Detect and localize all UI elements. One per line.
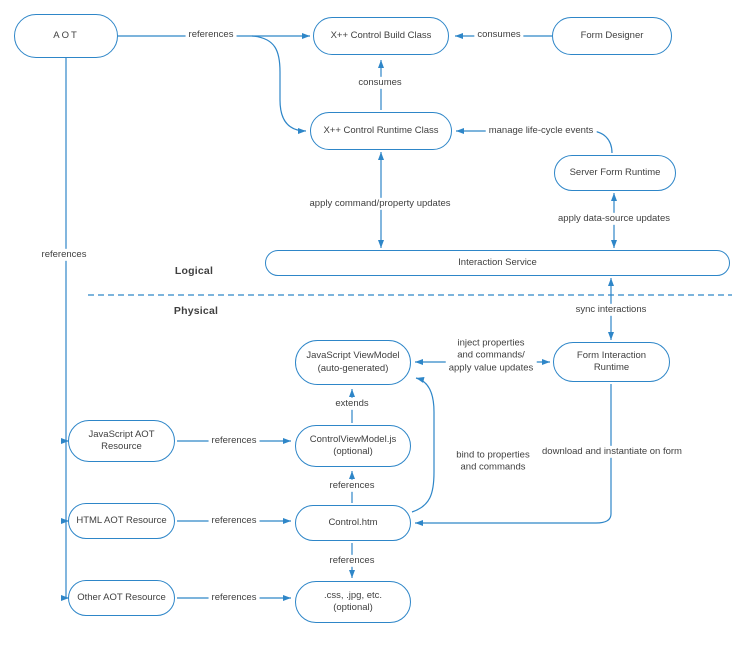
node-jsvm-line1: JavaScript ViewModel bbox=[306, 350, 400, 362]
node-fir-line2: Runtime bbox=[593, 362, 630, 373]
section-label-logical: Logical bbox=[171, 265, 217, 279]
edge-label-inject-line3: apply value updates bbox=[448, 362, 534, 374]
edge-label-extends: extends bbox=[332, 397, 372, 411]
edge-label-consumes-designer: consumes bbox=[474, 28, 524, 42]
node-otherres-label: Other AOT Resource bbox=[77, 591, 166, 603]
node-chtm-label: Control.htm bbox=[328, 516, 378, 528]
edge-label-bind-line2: and commands bbox=[460, 462, 526, 473]
node-server-form-runtime: Server Form Runtime bbox=[554, 155, 676, 191]
edge-label-inject-properties: inject properties and commands/ apply va… bbox=[445, 337, 537, 375]
node-html-aot-resource: HTML AOT Resource bbox=[68, 503, 175, 539]
node-cvm-line2: (optional) bbox=[333, 446, 373, 457]
edge-label-references-jsres: references bbox=[208, 434, 260, 448]
node-xpp-control-runtime-class: X++ Control Runtime Class bbox=[310, 112, 452, 150]
node-fir-line1: Form Interaction bbox=[576, 349, 647, 361]
node-interaction-label: Interaction Service bbox=[458, 256, 537, 268]
node-runtime-label: X++ Control Runtime Class bbox=[323, 124, 439, 136]
edge-label-apply-command: apply command/property updates bbox=[306, 197, 454, 211]
node-form-designer: Form Designer bbox=[552, 17, 672, 55]
node-javascript-viewmodel: JavaScript ViewModel (auto-generated) bbox=[295, 340, 411, 385]
node-javascript-aot-resource: JavaScript AOT Resource bbox=[68, 420, 175, 462]
edge-label-inject-line1: inject properties bbox=[457, 337, 525, 349]
edge-bind bbox=[411, 377, 435, 513]
edge-label-references-css: references bbox=[326, 554, 378, 568]
node-aot: AOT bbox=[14, 14, 118, 58]
node-control-htm: Control.htm bbox=[295, 505, 411, 541]
node-css-jpg-etc: .css, .jpg, etc. (optional) bbox=[295, 581, 411, 623]
node-interaction-service: Interaction Service bbox=[265, 250, 730, 276]
node-jsvm-line2: (auto-generated) bbox=[317, 362, 389, 374]
node-controlviewmodel-js: ControlViewModel.js (optional) bbox=[295, 425, 411, 467]
edge-label-references-otherres: references bbox=[208, 591, 260, 605]
edge-download bbox=[415, 384, 612, 526]
node-css-line2: (optional) bbox=[333, 602, 373, 613]
edge-label-references-control-vm: references bbox=[326, 479, 378, 493]
node-jsres-line1: JavaScript AOT bbox=[88, 428, 155, 440]
edge-label-references-aot-build: references bbox=[185, 28, 237, 42]
edge-label-references-left: references bbox=[38, 248, 90, 262]
node-htmlres-label: HTML AOT Resource bbox=[76, 514, 167, 526]
node-cvm-line1: ControlViewModel.js bbox=[309, 433, 397, 445]
node-aot-label: AOT bbox=[53, 29, 79, 41]
section-label-physical: Physical bbox=[170, 305, 222, 319]
node-build-label: X++ Control Build Class bbox=[330, 29, 432, 41]
edge-label-references-htmlres: references bbox=[208, 514, 260, 528]
edge-aot-runtime bbox=[251, 35, 307, 134]
edge-label-sync-interactions: sync interactions bbox=[572, 303, 650, 317]
edge-label-inject-line2: and commands/ bbox=[457, 349, 525, 361]
edge-label-bind-line1: bind to properties bbox=[456, 449, 530, 461]
edge-label-manage-lifecycle: manage life-cycle events bbox=[485, 124, 597, 138]
edge-label-bind-properties: bind to properties and commands bbox=[453, 449, 533, 475]
node-css-line1: .css, .jpg, etc. bbox=[323, 589, 383, 601]
node-other-aot-resource: Other AOT Resource bbox=[68, 580, 175, 616]
edge-label-download-instantiate: download and instantiate on form bbox=[539, 445, 685, 459]
edge-label-apply-datasource: apply data-source updates bbox=[555, 212, 673, 226]
node-form-interaction-runtime: Form Interaction Runtime bbox=[553, 342, 670, 382]
node-jsres-line2: Resource bbox=[101, 441, 142, 452]
edge-label-consumes-runtime: consumes bbox=[355, 76, 405, 90]
node-xpp-control-build-class: X++ Control Build Class bbox=[313, 17, 449, 55]
node-server-label: Server Form Runtime bbox=[569, 166, 661, 178]
node-designer-label: Form Designer bbox=[580, 29, 644, 41]
